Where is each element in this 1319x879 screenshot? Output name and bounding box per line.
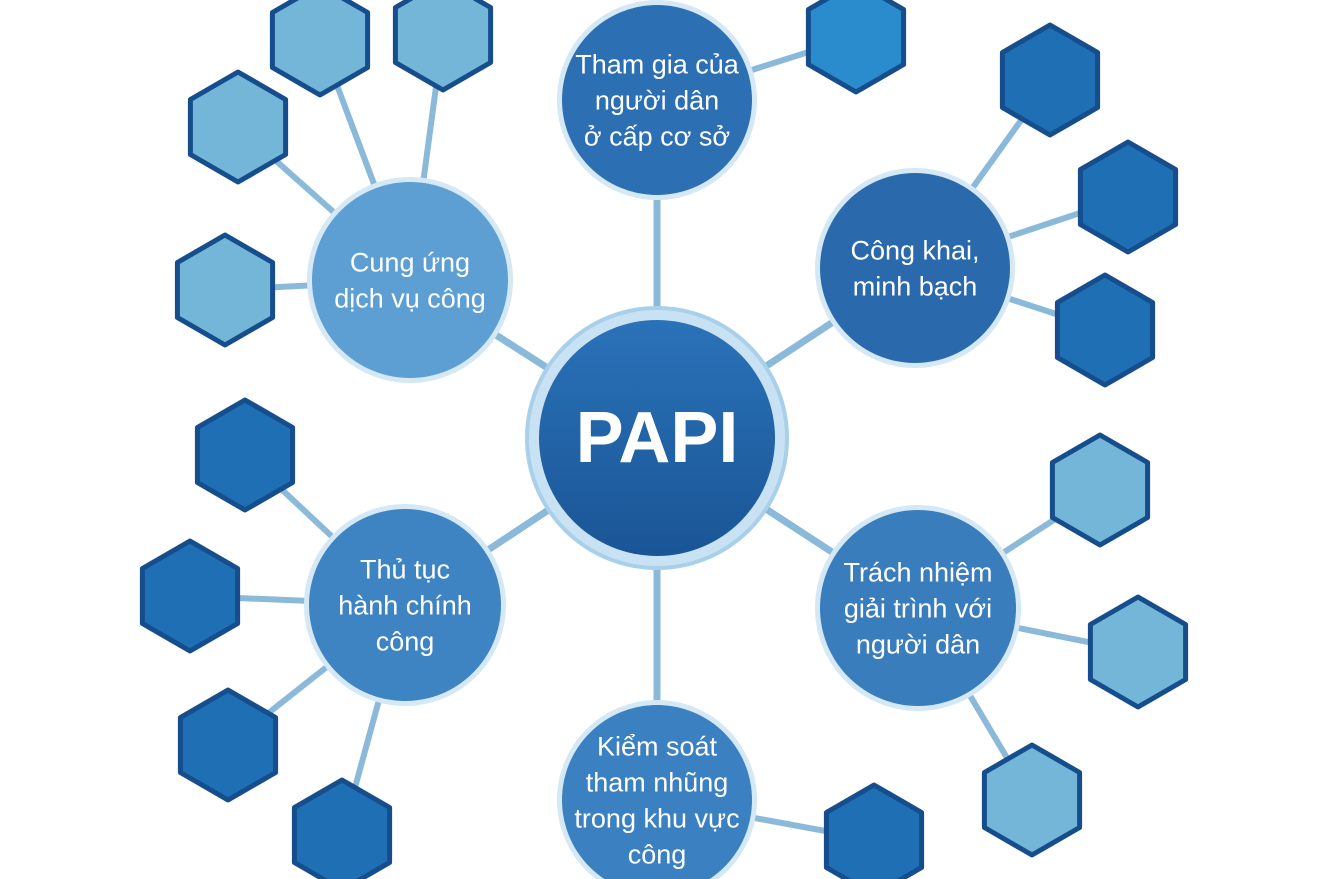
node-label-participation-line-2: ở cấp cơ sở: [584, 121, 730, 151]
node-circle-accountability: [820, 510, 1016, 706]
node-participation: Tham gia của người dân ở cấp cơ sở: [557, 0, 757, 200]
hexagon-transparency-1: [1077, 139, 1179, 255]
node-circle-anticorruption: [562, 705, 752, 879]
node-label-procedures-line-0: Thủ tục: [360, 555, 450, 585]
node-label-services-line-1: dịch vụ công: [334, 283, 486, 313]
node-label-transparency-line-1: minh bạch: [853, 271, 978, 301]
node-circle-services: [312, 182, 508, 378]
center-label: PAPI: [576, 398, 739, 478]
hexagon-group: [139, 0, 1189, 879]
node-label-anticorruption-line-1: tham nhũng: [586, 768, 729, 798]
node-label-accountability-line-2: người dân: [856, 630, 980, 660]
hexagon-participation-0: [805, 0, 907, 95]
node-label-procedures-line-1: hành chính: [338, 591, 472, 621]
hexagon-accountability-1: [1087, 594, 1189, 710]
hexagon-services-0: [392, 0, 494, 93]
node-transparency: Công khai, minh bạch: [815, 168, 1015, 368]
node-label-participation-line-1: người dân: [595, 86, 719, 116]
node-label-accountability-line-1: giải trình với: [844, 594, 992, 624]
center-circle: [539, 320, 775, 556]
node-circle-participation: [562, 5, 752, 195]
hexagon-procedures-1: [139, 538, 241, 654]
hexagon-transparency-0: [999, 22, 1101, 138]
center-node: PAPI: [525, 306, 789, 570]
hexagon-procedures-2: [177, 687, 279, 803]
node-procedures: Thủ tục hành chính công: [304, 504, 506, 706]
node-label-participation-line-0: Tham gia của: [575, 50, 740, 80]
node-label-anticorruption-line-0: Kiểm soát: [597, 732, 718, 762]
hexagon-services-3: [174, 232, 276, 348]
node-circle-procedures: [309, 509, 501, 701]
hexagon-services-1: [269, 0, 371, 98]
node-anticorruption: Kiểm soát tham nhũng trong khu vực công: [557, 700, 757, 879]
node-accountability: Trách nhiệm giải trình với người dân: [815, 505, 1021, 711]
hexagon-accountability-0: [1049, 432, 1151, 548]
node-label-anticorruption-line-2: trong khu vực: [574, 804, 739, 834]
hexagon-anticorruption-0: [823, 782, 925, 879]
node-label-accountability-line-0: Trách nhiệm: [843, 558, 992, 588]
hexagon-services-2: [187, 69, 289, 185]
node-label-services-line-0: Cung ứng: [350, 247, 470, 277]
node-label-anticorruption-line-3: công: [628, 840, 687, 870]
hexagon-procedures-0: [194, 397, 296, 513]
node-circle-transparency: [820, 173, 1010, 363]
hexagon-transparency-2: [1054, 272, 1156, 388]
node-label-transparency-line-0: Công khai,: [850, 235, 979, 265]
node-services: Cung ứng dịch vụ công: [307, 177, 513, 383]
hexagon-accountability-2: [981, 742, 1083, 858]
node-label-procedures-line-2: công: [376, 627, 435, 657]
hexagon-procedures-3: [291, 777, 393, 879]
dimension-nodes: Tham gia của người dân ở cấp cơ sở Công kha…: [304, 0, 1021, 879]
